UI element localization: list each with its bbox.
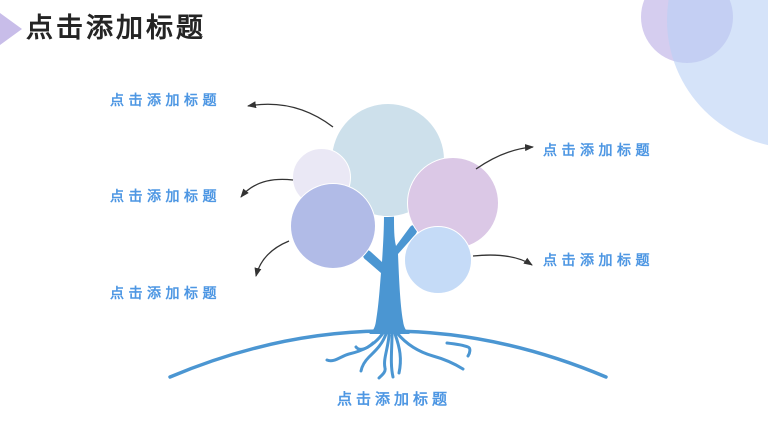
callout-label-left-top[interactable]: 点击添加标题 bbox=[110, 92, 221, 108]
tree-trunk bbox=[362, 215, 418, 334]
callout-label-left-middle[interactable]: 点击添加标题 bbox=[110, 188, 221, 204]
tree-roots bbox=[325, 331, 472, 380]
header: 点击添加标题 bbox=[0, 13, 206, 45]
callout-label-left-bottom[interactable]: 点击添加标题 bbox=[110, 285, 221, 301]
canopy-circle-periwinkle bbox=[290, 183, 376, 269]
callout-label-bottom[interactable]: 点击添加标题 bbox=[337, 391, 452, 408]
callout-label-right-bottom[interactable]: 点击添加标题 bbox=[543, 252, 654, 268]
right-triangle-icon bbox=[0, 13, 22, 45]
canopy-circle-small-blue bbox=[404, 226, 472, 294]
callout-label-right-top[interactable]: 点击添加标题 bbox=[543, 142, 654, 158]
page-title[interactable]: 点击添加标题 bbox=[26, 13, 206, 44]
